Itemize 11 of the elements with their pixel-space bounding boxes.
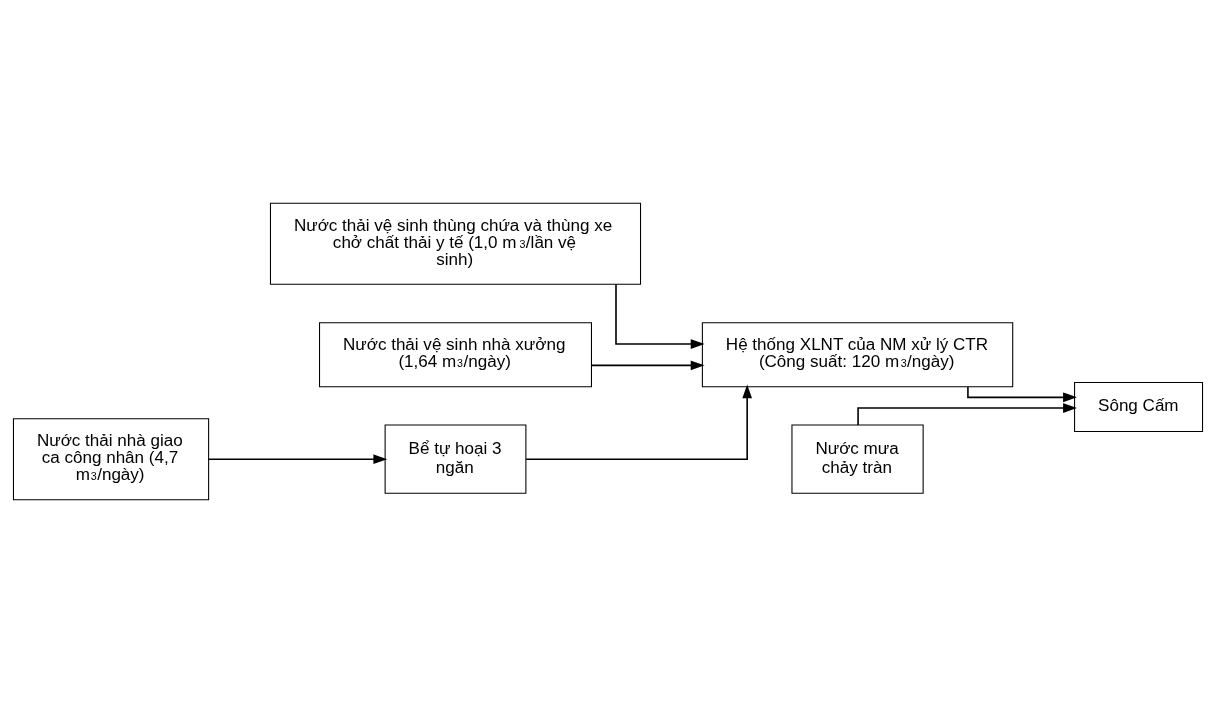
node-box: Sông Cấm bbox=[1074, 381, 1204, 432]
node-box: Hệ thống XLNT của NM xử lý CTR (Công suất: 120 m3/ngày) bbox=[701, 321, 1014, 387]
node-box: Nước thải nhà giao ca công nhân (4,7 m3/ngày) bbox=[12, 417, 210, 500]
arrow bbox=[967, 385, 1077, 402]
arrow bbox=[590, 360, 705, 370]
arrow bbox=[615, 283, 705, 349]
arrow bbox=[525, 384, 753, 460]
node-box: Bể tự hoại 3 ngăn bbox=[384, 424, 527, 494]
node-box: Nước mưa chảy tràn bbox=[791, 424, 924, 494]
arrow bbox=[208, 453, 388, 464]
node-box: Nước thải vệ sinh nhà xưởng (1,64 m3/ngày) bbox=[319, 321, 592, 387]
